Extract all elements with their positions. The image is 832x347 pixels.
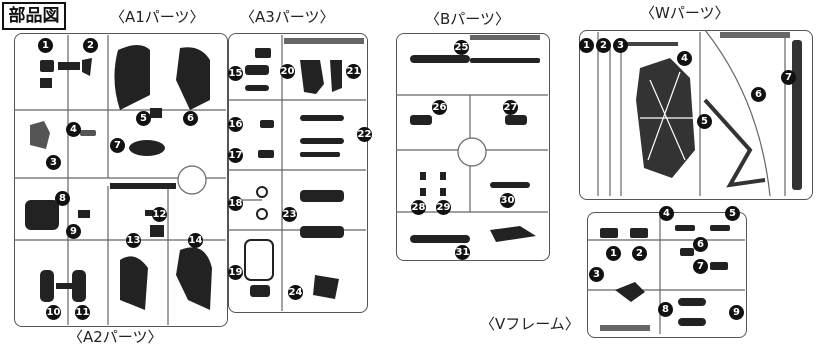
part-number: 24 — [288, 285, 303, 300]
part-number: 5 — [136, 111, 151, 126]
part-number: 9 — [66, 224, 81, 239]
section-label-w: 〈Wパーツ〉 — [640, 4, 730, 22]
part-number: 28 — [411, 200, 426, 215]
part-number: 4 — [66, 122, 81, 137]
part-number: 4 — [677, 51, 692, 66]
part-number: 26 — [432, 100, 447, 115]
part-number: 29 — [436, 200, 451, 215]
part-number: 8 — [658, 302, 673, 317]
part-number: 5 — [697, 114, 712, 129]
part-number: 30 — [500, 193, 515, 208]
part-number: 9 — [729, 305, 744, 320]
part-number: 2 — [596, 38, 611, 53]
part-number: 5 — [725, 206, 740, 221]
part-number: 15 — [228, 66, 243, 81]
page-title: 部品図 — [2, 2, 66, 30]
part-number: 19 — [228, 265, 243, 280]
part-number: 22 — [357, 127, 372, 142]
part-number: 17 — [228, 148, 243, 163]
part-number: 2 — [83, 38, 98, 53]
part-number: 12 — [152, 207, 167, 222]
part-number: 1 — [579, 38, 594, 53]
part-number: 1 — [606, 246, 621, 261]
part-number: 3 — [46, 155, 61, 170]
part-number: 27 — [503, 100, 518, 115]
part-number: 13 — [126, 233, 141, 248]
part-number: 21 — [346, 64, 361, 79]
part-number: 3 — [613, 38, 628, 53]
part-number: 7 — [693, 259, 708, 274]
part-number: 18 — [228, 196, 243, 211]
part-number: 25 — [454, 40, 469, 55]
part-number: 8 — [55, 191, 70, 206]
part-number: 6 — [693, 237, 708, 252]
part-number: 6 — [183, 111, 198, 126]
section-label-v: 〈Vフレーム〉 — [480, 315, 580, 333]
runner-a3 — [228, 33, 368, 313]
part-number: 6 — [751, 87, 766, 102]
part-number: 10 — [46, 305, 61, 320]
part-number: 20 — [280, 64, 295, 79]
part-number: 4 — [659, 206, 674, 221]
part-number: 11 — [75, 305, 90, 320]
part-number: 14 — [188, 233, 203, 248]
part-number: 23 — [282, 207, 297, 222]
part-number: 16 — [228, 117, 243, 132]
section-label-a3: 〈A3パーツ〉 — [240, 8, 335, 26]
part-number: 31 — [455, 245, 470, 260]
section-label-b: 〈Bパーツ〉 — [425, 10, 510, 28]
part-number: 7 — [110, 138, 125, 153]
part-number: 2 — [632, 246, 647, 261]
part-number: 7 — [781, 70, 796, 85]
runner-w — [579, 30, 813, 200]
part-number: 1 — [38, 38, 53, 53]
part-number: 3 — [589, 267, 604, 282]
section-label-a1: 〈A1パーツ〉 — [110, 8, 205, 26]
